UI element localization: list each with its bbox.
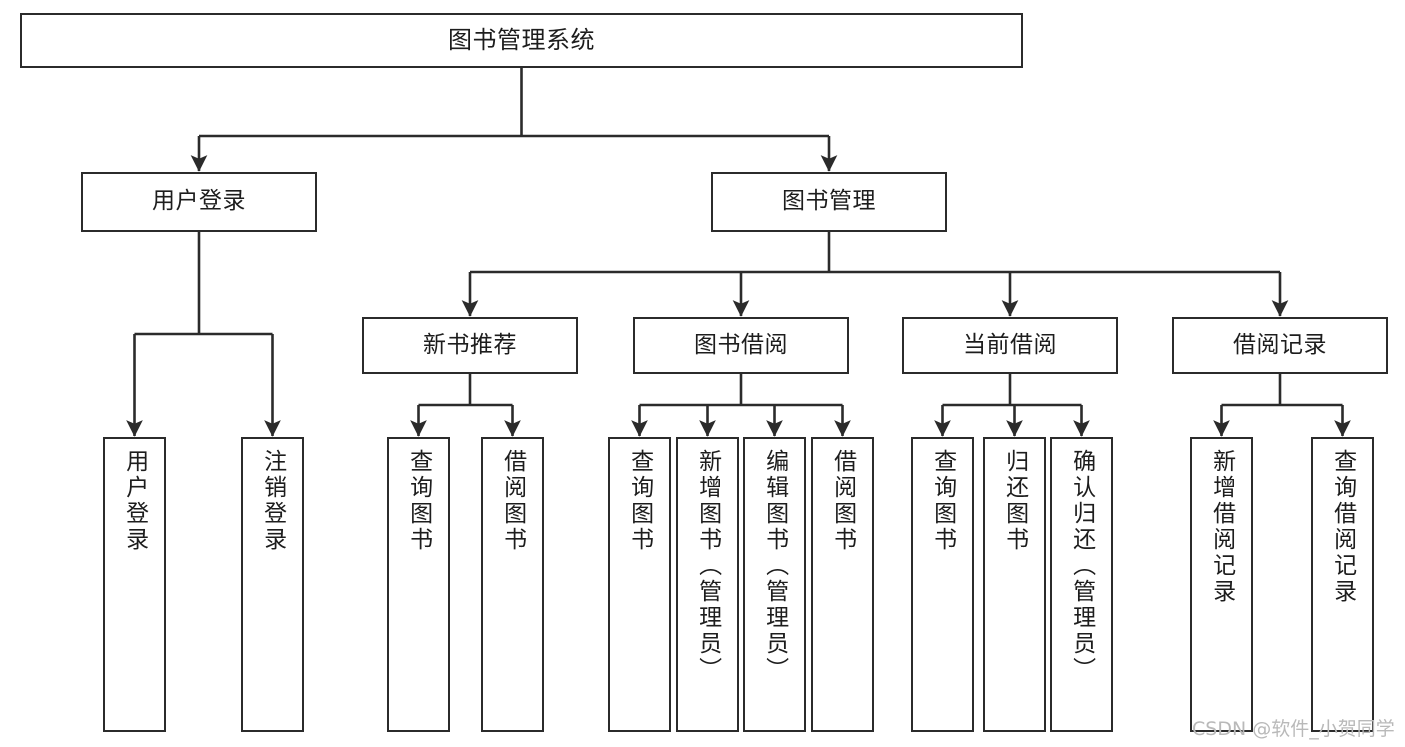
node-records[interactable]: 借阅记录 bbox=[1172, 317, 1388, 374]
node-newbook[interactable]: 新书推荐 bbox=[362, 317, 578, 374]
node-leaf-cur-2[interactable]: 归还图书 bbox=[983, 437, 1046, 732]
node-leaf-bor-3[interactable]: 编辑图书（管理员） bbox=[743, 437, 806, 732]
node-label: 查询图书 bbox=[626, 449, 653, 553]
node-root[interactable]: 图书管理系统 bbox=[20, 13, 1023, 68]
node-label: 当前借阅 bbox=[963, 331, 1057, 358]
node-leaf-bor-4[interactable]: 借阅图书 bbox=[811, 437, 874, 732]
node-label: 新增图书（管理员） bbox=[694, 449, 721, 683]
node-leaf-rec-1[interactable]: 新增借阅记录 bbox=[1190, 437, 1253, 732]
node-leaf-new-1[interactable]: 查询图书 bbox=[387, 437, 450, 732]
node-label: 图书借阅 bbox=[694, 331, 788, 358]
node-leaf-new-2[interactable]: 借阅图书 bbox=[481, 437, 544, 732]
node-label: 归还图书 bbox=[1001, 449, 1028, 553]
node-current[interactable]: 当前借阅 bbox=[902, 317, 1118, 374]
node-login[interactable]: 用户登录 bbox=[81, 172, 317, 232]
node-label: 图书管理 bbox=[782, 188, 876, 215]
node-leaf-bor-2[interactable]: 新增图书（管理员） bbox=[676, 437, 739, 732]
node-label: 借阅图书 bbox=[499, 449, 526, 553]
node-label: 查询图书 bbox=[405, 449, 432, 553]
node-label: 查询图书 bbox=[929, 449, 956, 553]
node-label: 用户登录 bbox=[121, 449, 148, 553]
node-label: 借阅记录 bbox=[1233, 331, 1327, 358]
node-leaf-cur-1[interactable]: 查询图书 bbox=[911, 437, 974, 732]
csdn-watermark: CSDN @软件_小贺同学 bbox=[1192, 718, 1395, 740]
node-leaf-cur-3[interactable]: 确认归还（管理员） bbox=[1050, 437, 1113, 732]
node-label: 新书推荐 bbox=[423, 331, 517, 358]
node-label: 图书管理系统 bbox=[448, 26, 595, 55]
node-label: 新增借阅记录 bbox=[1208, 449, 1235, 605]
node-bookmgmt[interactable]: 图书管理 bbox=[711, 172, 947, 232]
node-leaf-login-1[interactable]: 用户登录 bbox=[103, 437, 166, 732]
node-label: 查询借阅记录 bbox=[1329, 449, 1356, 605]
node-label: 确认归还（管理员） bbox=[1068, 449, 1095, 683]
node-borrow[interactable]: 图书借阅 bbox=[633, 317, 849, 374]
node-leaf-login-2[interactable]: 注销登录 bbox=[241, 437, 304, 732]
node-label: 借阅图书 bbox=[829, 449, 856, 553]
node-label: 用户登录 bbox=[152, 188, 246, 215]
node-label: 注销登录 bbox=[259, 449, 286, 553]
node-label: 编辑图书（管理员） bbox=[761, 449, 788, 683]
node-leaf-rec-2[interactable]: 查询借阅记录 bbox=[1311, 437, 1374, 732]
node-leaf-bor-1[interactable]: 查询图书 bbox=[608, 437, 671, 732]
